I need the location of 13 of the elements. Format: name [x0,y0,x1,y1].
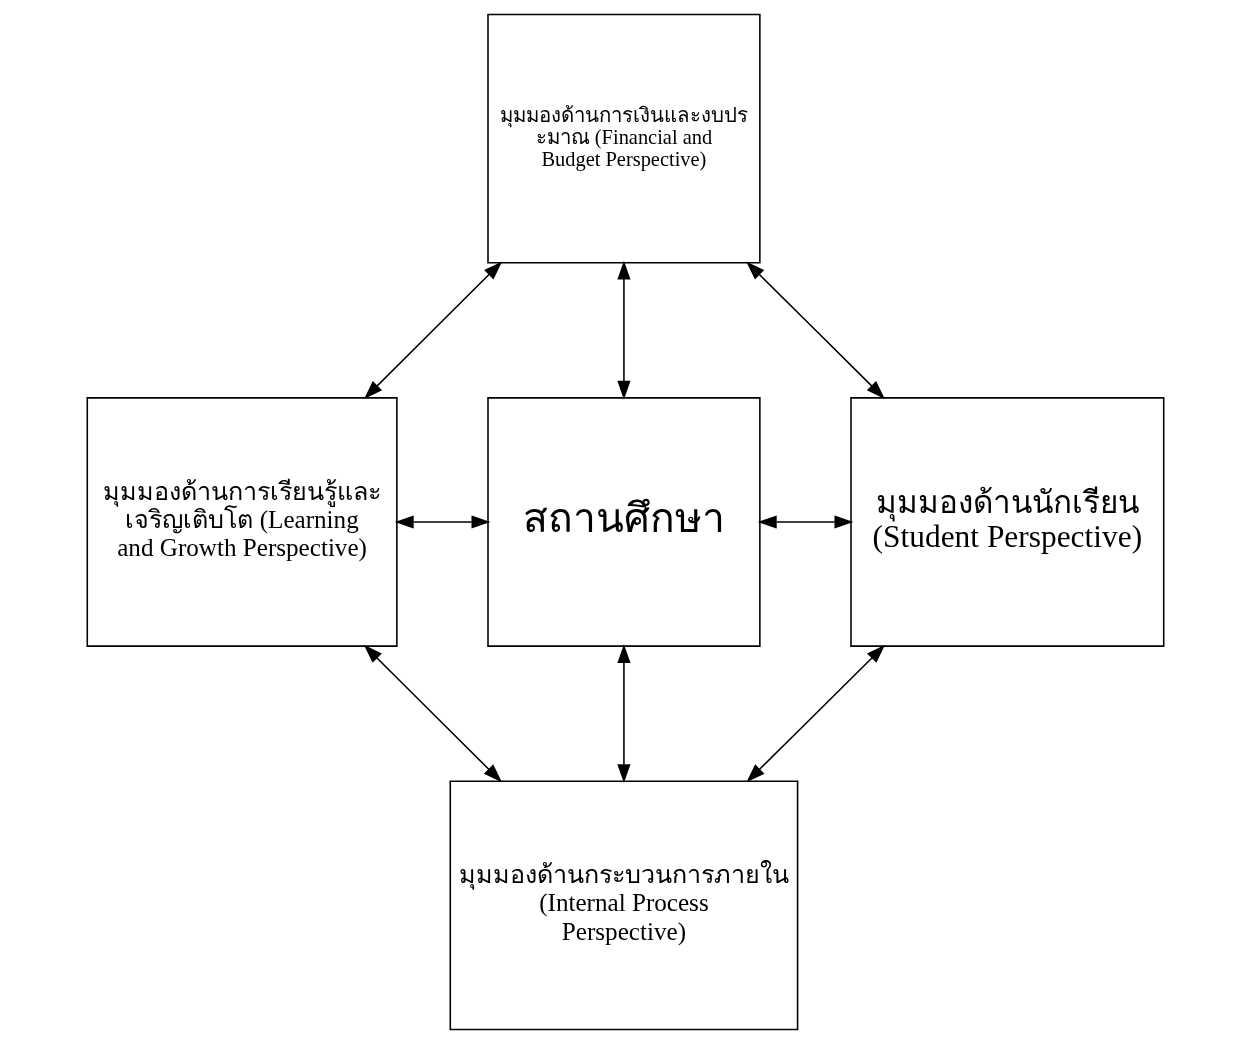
arrow [745,644,885,783]
arrow [757,515,853,529]
node-box: สถานศึกษา [486,397,761,647]
node-box: มุมมองด้านการเรียนรู้และเจริญเติบโต (Learning and Growth Perspective) [86,397,398,647]
node-box: มุมมองด้านนักเรียน (Student Perspective) [849,397,1164,647]
node-box: มุมมองด้านกระบวนการภายใน (Internal Process Perspective) [449,780,798,1031]
arrow [363,261,502,399]
arrow [394,515,490,529]
arrow [363,644,502,783]
arrow [745,261,885,399]
arrow [616,644,631,784]
arrow [616,260,631,400]
node-box: มุมมองด้านการเงินและงบประมาณ (Financial and Budget Perspective) [486,13,761,264]
